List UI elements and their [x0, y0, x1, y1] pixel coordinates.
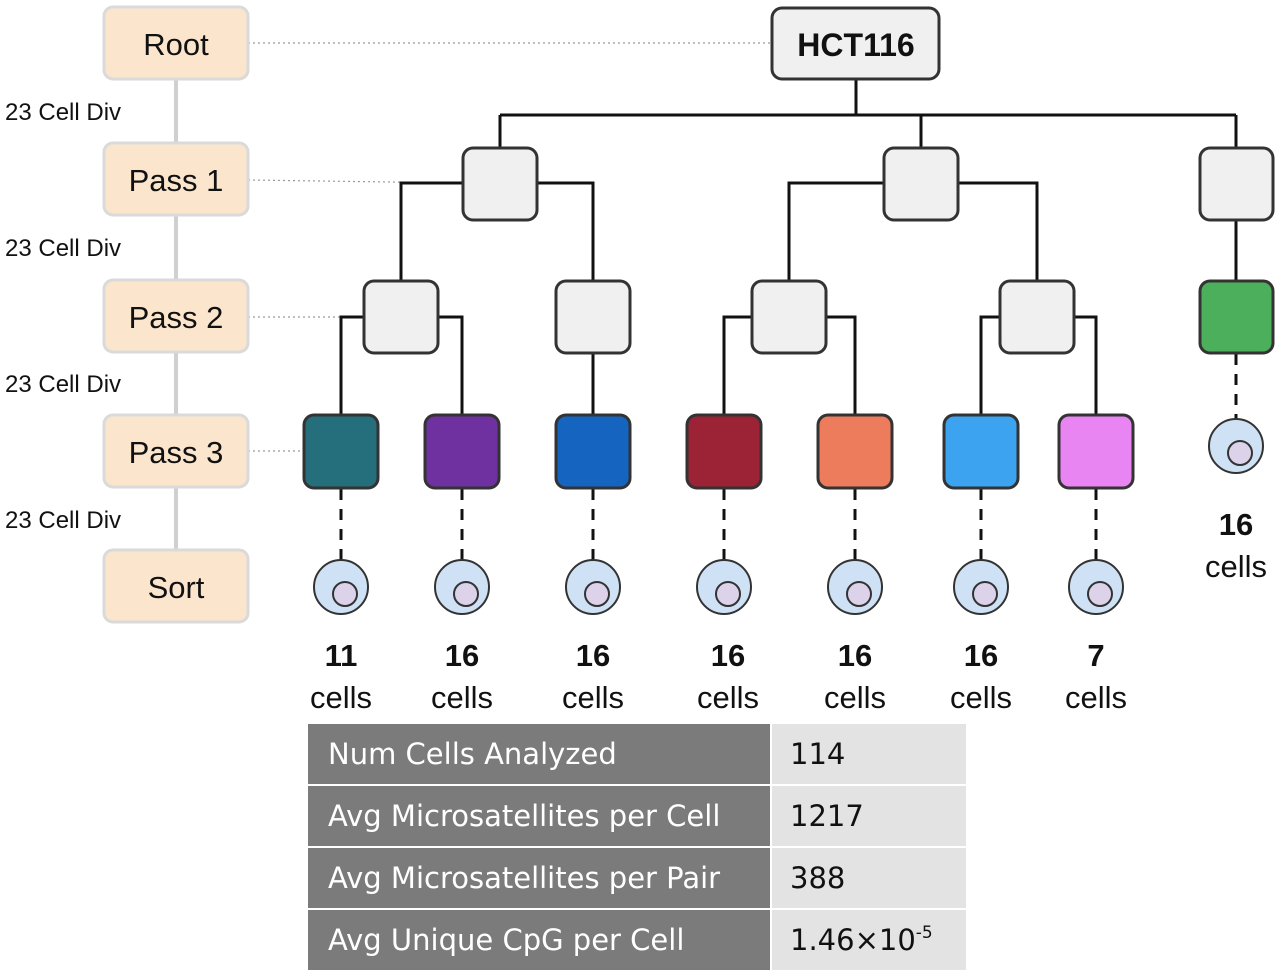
pass2-node-a [362, 279, 440, 355]
cell-icon [1068, 559, 1124, 615]
stats-row: Avg Unique CpG per Cell 1.46×10-5 [308, 910, 966, 970]
cell-icon [313, 559, 369, 615]
clone-node-6 [942, 413, 1020, 490]
cell-count-8: 16 [1219, 507, 1253, 542]
clone-node-5 [816, 413, 894, 490]
stats-label: Num Cells Analyzed [308, 724, 772, 784]
tree-edges [339, 80, 1238, 415]
cell-count-unit: cells [1065, 680, 1127, 715]
clone-node-2 [423, 413, 501, 490]
clone-node-8 [1198, 279, 1275, 355]
pass2-node-d [998, 279, 1076, 355]
clone-node-1 [302, 413, 380, 490]
division-label-3: 23 Cell Div [5, 371, 121, 398]
cell-icon [827, 559, 883, 615]
cell-count-5: 16 [838, 638, 872, 673]
stats-value-exponent: -5 [915, 923, 933, 943]
stage-label-pass3: Pass 3 [129, 435, 224, 470]
clone-node-4 [685, 413, 763, 490]
cell-count-1: 11 [325, 638, 358, 673]
pass1-nodes [461, 146, 1275, 222]
root-node [770, 6, 941, 81]
pass3-nodes [302, 413, 1135, 490]
cell-icon [953, 559, 1009, 615]
cell-count-unit: cells [562, 680, 624, 715]
division-label-4: 23 Cell Div [5, 507, 121, 534]
stats-value: 1217 [772, 786, 966, 846]
stage-box-pass3 [102, 413, 250, 489]
clone-node-7 [1057, 413, 1135, 490]
stage-box-pass1 [102, 141, 250, 217]
stats-row: Avg Microsatellites per Pair 388 [308, 848, 966, 908]
stats-label: Avg Microsatellites per Cell [308, 786, 772, 846]
sorted-cells [313, 418, 1264, 615]
cell-count-unit: cells [697, 680, 759, 715]
stats-value: 114 [772, 724, 966, 784]
lineage-diagram: Root Pass 1 Pass 2 Pass 3 Sort 23 Cell D… [5, 5, 1275, 715]
cell-icon [434, 559, 490, 615]
stage-label-sort: Sort [148, 570, 205, 605]
stats-row: Num Cells Analyzed 114 [308, 724, 966, 784]
stats-table: Num Cells Analyzed 114 Avg Microsatellit… [308, 722, 966, 972]
stage-box-pass2 [102, 278, 250, 354]
stage-boxes [102, 5, 250, 624]
cell-count-unit: cells [950, 680, 1012, 715]
stats-row: Avg Microsatellites per Cell 1217 [308, 786, 966, 846]
cell-count-2: 16 [445, 638, 479, 673]
cell-count-4: 16 [711, 638, 745, 673]
root-node-label: HCT116 [797, 27, 914, 63]
stats-value: 388 [772, 848, 966, 908]
pass2-node-b [554, 279, 632, 355]
cell-icon [696, 559, 752, 615]
cell-count-unit: cells [431, 680, 493, 715]
stage-box-sort [102, 548, 250, 624]
cell-count-3: 16 [576, 638, 610, 673]
stats-value: 1.46×10-5 [772, 910, 966, 970]
cell-count-7: 7 [1087, 638, 1104, 673]
stage-label-pass1: Pass 1 [129, 163, 224, 198]
division-label-1: 23 Cell Div [5, 99, 121, 126]
cell-count-unit: cells [310, 680, 372, 715]
stats-value-base: 1.46×10 [790, 923, 916, 957]
stage-connectors [247, 42, 772, 452]
pass1-node-a [461, 146, 539, 222]
division-label-2: 23 Cell Div [5, 235, 121, 262]
cell-count-6: 16 [964, 638, 998, 673]
cell-count-unit: cells [824, 680, 886, 715]
stage-label-root: Root [143, 27, 209, 62]
sort-dashes [339, 354, 1238, 560]
clone-node-3 [554, 413, 632, 490]
stats-label: Avg Microsatellites per Pair [308, 848, 772, 908]
stats-label: Avg Unique CpG per Cell [308, 910, 772, 970]
pass1-node-b [882, 146, 960, 222]
pass2-nodes [362, 279, 1076, 355]
pass1-node-c [1198, 146, 1275, 222]
cell-icon [565, 559, 621, 615]
pass2-node-c [750, 279, 828, 355]
stage-label-pass2: Pass 2 [129, 300, 224, 335]
cell-count-unit: cells [1205, 549, 1267, 584]
cell-counts: 11 cells 16 cells 16 cells 16 cells 16 c… [310, 507, 1267, 715]
cell-icon [1208, 418, 1264, 474]
stage-box-root [102, 5, 250, 81]
